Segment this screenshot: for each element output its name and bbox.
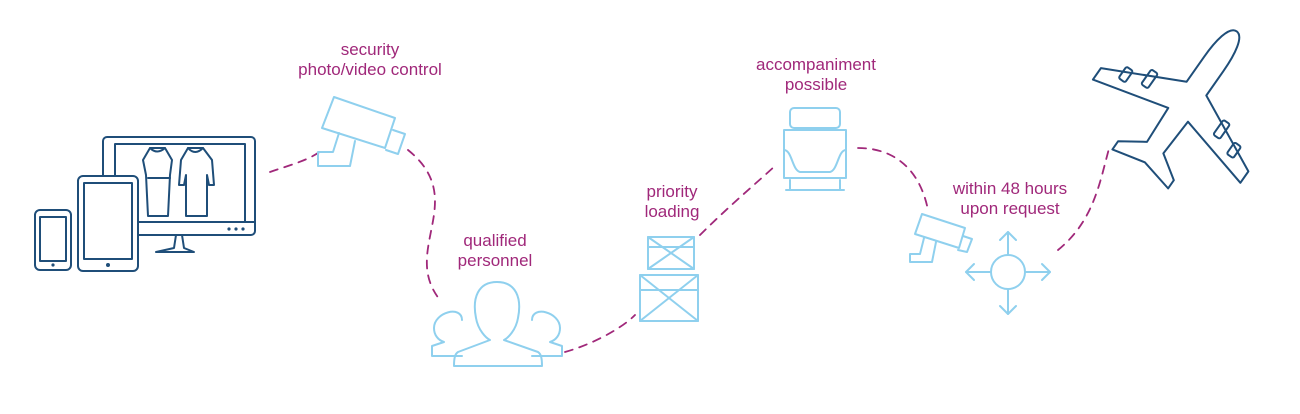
label-personnel: qualified personnel	[430, 231, 560, 271]
route-segment	[269, 149, 323, 173]
route-segment	[407, 149, 441, 301]
label-security-line2: photo/video control	[298, 60, 442, 79]
label-security-line1: security	[340, 40, 400, 59]
label-timing: within 48 hours upon request	[930, 179, 1090, 219]
route-segment	[564, 314, 636, 353]
armchair-icon	[783, 107, 847, 191]
security-camera-icon	[317, 96, 406, 167]
route-segment	[1057, 144, 1111, 251]
route-segment	[857, 147, 929, 211]
move-arrows-icon	[965, 231, 1051, 315]
label-accompaniment-line2: possible	[784, 75, 848, 94]
label-personnel-line2: personnel	[457, 251, 533, 270]
label-loading: priority loading	[622, 182, 722, 222]
label-personnel-line1: qualified	[463, 231, 527, 250]
people-icon	[431, 281, 563, 367]
label-timing-line2: upon request	[960, 199, 1060, 218]
route-segment	[699, 164, 777, 236]
label-timing-line1: within 48 hours	[952, 179, 1068, 198]
label-security: security photo/video control	[270, 40, 470, 80]
camera-icon	[909, 213, 973, 263]
cargo-boxes-icon	[639, 236, 699, 322]
airplane-icon	[1091, 29, 1250, 190]
devices-icon	[34, 136, 256, 272]
label-loading-line1: priority	[646, 182, 698, 201]
label-accompaniment-line1: accompaniment	[755, 55, 876, 74]
label-accompaniment: accompaniment possible	[736, 55, 896, 95]
label-loading-line2: loading	[644, 202, 700, 221]
